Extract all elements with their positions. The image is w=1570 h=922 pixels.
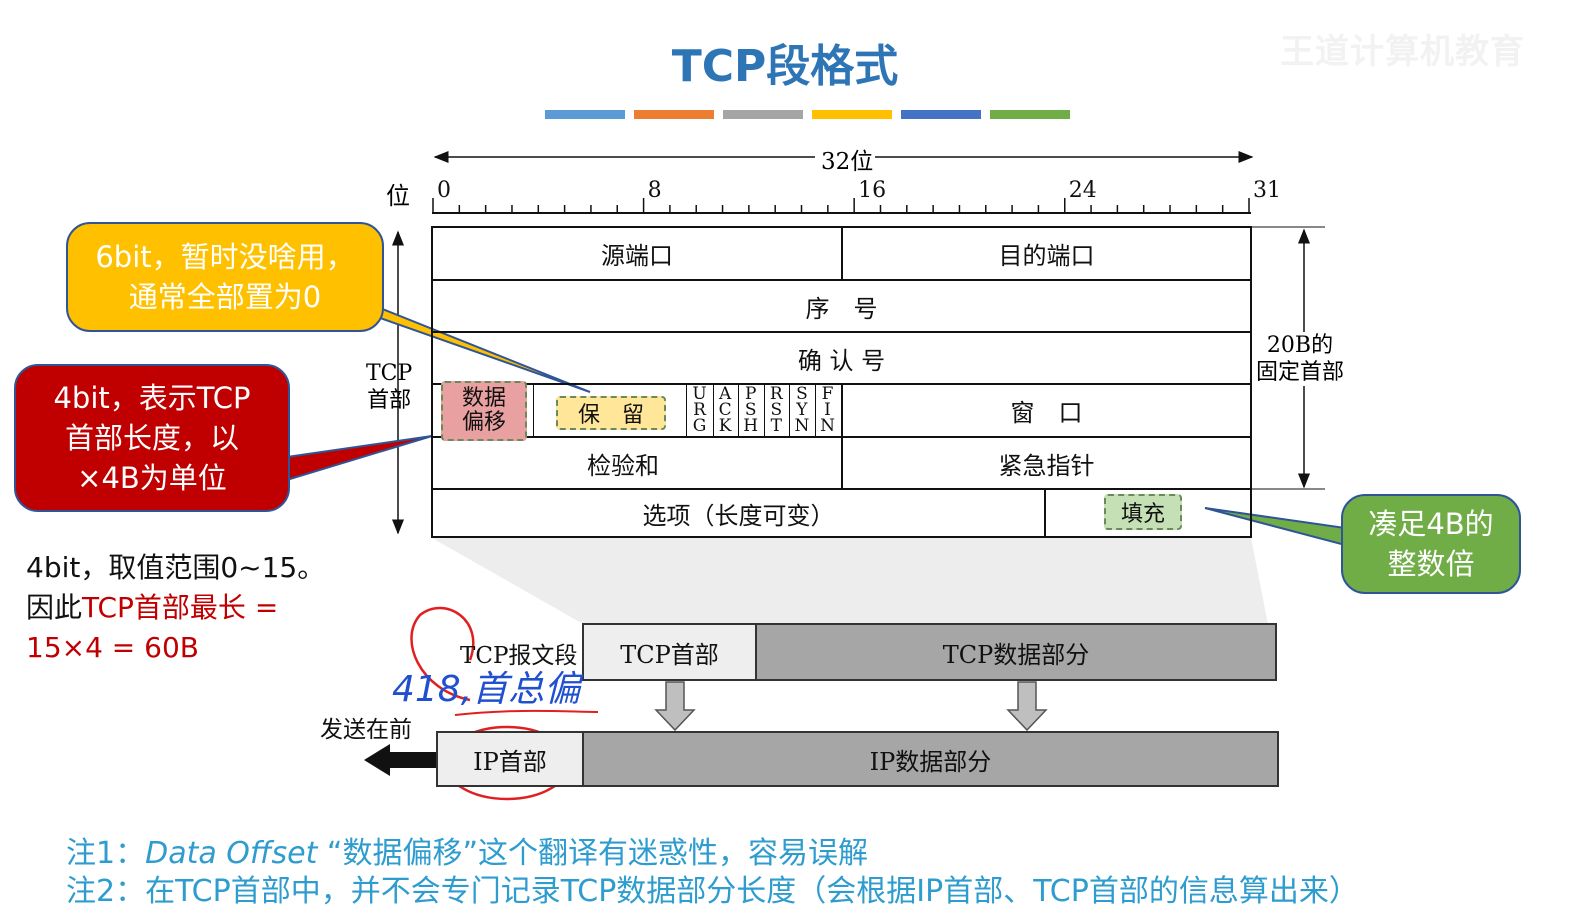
segment-label: TCP报文段 [460, 643, 578, 669]
note-1: 注1：Data Offset “数据偏移”这个翻译有迷惑性，容易误解 [66, 828, 868, 872]
col-separator [841, 226, 843, 281]
segment-circle [410, 606, 475, 702]
page-title: TCP段格式 [671, 41, 899, 92]
offset-note: 4bit，取值范围0~15。 因此TCP首部最长 = 15×4 = 60B [26, 548, 325, 668]
flag-separator [789, 383, 791, 437]
bit-label: 16 [858, 178, 887, 203]
note-1-prefix: 注1： [66, 836, 146, 871]
send-first-arrow [364, 744, 436, 776]
urgent-pointer-cell: 紧急指针 [998, 451, 1095, 480]
stripe-5 [901, 110, 981, 119]
window-cell: 窗 口 [1010, 399, 1083, 427]
offset-note-line3: 15×4 = 60B [26, 631, 200, 664]
watermark: 王道计算机教育 [1280, 32, 1525, 72]
col-separator [533, 383, 534, 437]
ack-cell: 确 认 号 [797, 346, 886, 375]
col-separator [841, 436, 843, 490]
note-1-term: Data Offset [145, 836, 318, 871]
padding-callout: 凑足4B的 整数倍 [1341, 494, 1521, 594]
bit-label: 24 [1068, 178, 1097, 203]
ruler-row-label: 位 [386, 182, 410, 210]
note-1-text: “数据偏移”这个翻译有迷惑性，容易误解 [326, 836, 869, 871]
reserved-callout: 6bit，暂时没啥用， 通常全部置为0 [66, 222, 384, 332]
flag-separator [763, 383, 765, 437]
offset-note-line2: 因此TCP首部最长 = [26, 588, 325, 628]
checksum-cell: 检验和 [587, 451, 659, 480]
bit-label: 31 [1253, 178, 1281, 203]
tcp-header-block: TCP首部 [582, 623, 757, 681]
tcp-data-down-arrow [1006, 681, 1048, 732]
options-cell: 选项（长度可变） [642, 501, 835, 530]
bit-label: 8 [647, 178, 662, 203]
stripe-2 [634, 110, 714, 119]
ruler-ticks [432, 198, 1250, 213]
offset-callout: 4bit，表示TCP 首部长度，以 ×4B为单位 [14, 364, 290, 512]
tcp-header-down-arrow [654, 681, 696, 732]
stripe-6 [990, 110, 1070, 119]
annotation-underline [454, 709, 599, 716]
dst-port-cell: 目的端口 [998, 242, 1095, 270]
projection-shade [432, 538, 1268, 624]
flag-separator [815, 383, 816, 437]
col-separator [841, 383, 843, 437]
padding-cell: 填充 [1104, 494, 1182, 530]
handwritten-annotation: 418,首总偏 [392, 669, 581, 710]
offset-note-prefix: 因此 [26, 591, 83, 624]
col-separator [1044, 488, 1046, 538]
bit-label: 0 [437, 178, 451, 203]
seq-cell: 序 号 [805, 294, 878, 323]
offset-note-max: TCP首部最长 = [82, 591, 279, 624]
offset-callout-pointer [279, 435, 433, 484]
src-port-cell: 源端口 [601, 242, 673, 270]
row-separator [431, 331, 1252, 333]
flag-separator [738, 383, 740, 437]
tcp-header-label: TCP 首部 [366, 361, 413, 413]
send-first-label: 发送在前 [320, 717, 412, 743]
stripe-1 [545, 110, 625, 119]
flag-separator [712, 383, 714, 437]
tcp-data-block: TCP数据部分 [755, 623, 1277, 681]
reserved-cell: 保 留 [556, 396, 666, 430]
ip-data-block: IP数据部分 [582, 731, 1279, 787]
offset-note-line1: 4bit，取值范围0~15。 [26, 551, 326, 584]
stripe-3 [723, 110, 803, 119]
data-offset-cell: 数据 偏移 [441, 381, 527, 441]
ruler-width-label: 32位 [819, 142, 876, 176]
ip-header-block: IP首部 [436, 731, 584, 787]
flag-separator [840, 383, 842, 437]
stripe-4 [812, 110, 892, 119]
note-2: 注2：在TCP首部中，并不会专门记录TCP数据部分长度（会根据IP首部、TCP首… [66, 874, 1359, 909]
fixed-header-label: 20B的 固定首部 [1256, 332, 1345, 386]
col-separator [686, 383, 687, 437]
